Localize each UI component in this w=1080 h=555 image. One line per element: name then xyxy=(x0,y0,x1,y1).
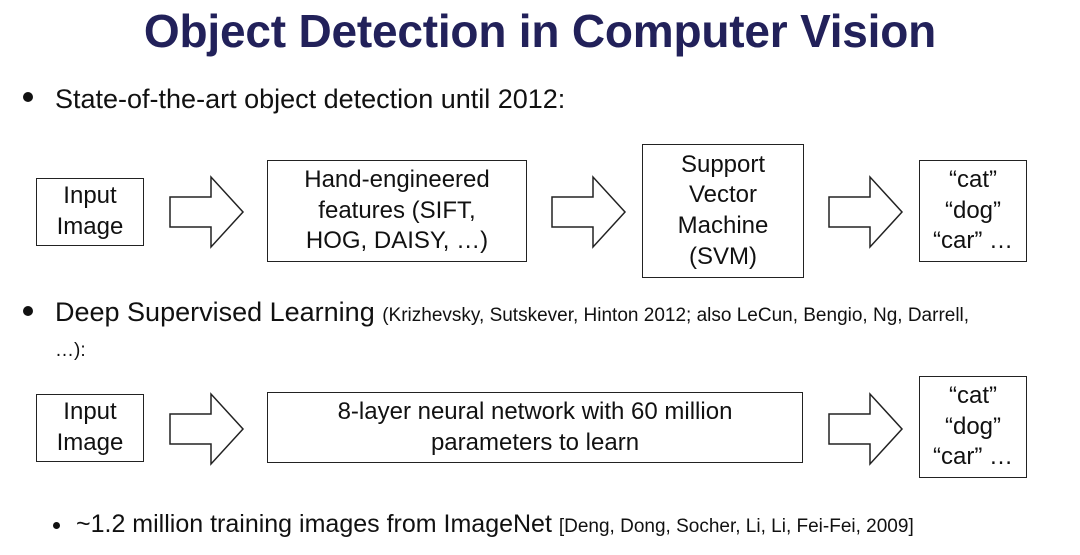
output-labels-box: “cat” “dog” “car” … xyxy=(919,160,1027,262)
arrow-right-icon xyxy=(828,175,904,249)
box-line: Image xyxy=(56,429,124,456)
box-line: “cat” xyxy=(949,165,997,193)
arrow-right-icon xyxy=(169,175,245,249)
hand-engineered-features-box: Hand-engineered features (SIFT, HOG, DAI… xyxy=(267,160,527,262)
arrow-right-icon xyxy=(828,392,904,466)
citation: …): xyxy=(55,340,86,361)
citation: [Deng, Dong, Socher, Li, Li, Fei-Fei, 20… xyxy=(558,516,914,537)
sub-bullet-text: ~1.2 million training images from ImageN… xyxy=(76,510,914,539)
box-line: parameters to learn xyxy=(430,428,640,456)
box-line: “car” … xyxy=(933,443,1013,471)
section2-heading-text: Deep Supervised Learning xyxy=(55,297,375,327)
box-line: Machine xyxy=(677,212,769,239)
box-line: Support xyxy=(680,150,766,178)
box-line: HOG, DAISY, …) xyxy=(305,227,489,255)
box-line: 8-layer neural network with 60 million xyxy=(337,397,733,425)
arrow-right-icon xyxy=(551,175,627,249)
box-line: Vector xyxy=(688,181,758,209)
box-line: “car” … xyxy=(933,227,1013,255)
input-image-box: Input Image xyxy=(36,178,144,246)
section2-heading: Deep Supervised Learning (Krizhevsky, Su… xyxy=(55,297,969,328)
box-line: Hand-engineered xyxy=(304,165,490,193)
bullet-dot xyxy=(23,92,33,102)
citation-continuation: …): xyxy=(55,332,86,363)
box-line: “dog” xyxy=(944,196,1002,224)
slide-title: Object Detection in Computer Vision xyxy=(143,5,937,57)
box-line: “cat” xyxy=(949,381,997,409)
box-line: Image xyxy=(56,213,124,240)
bullet-dot xyxy=(23,306,33,316)
imagenet-text: ~1.2 million training images from ImageN… xyxy=(76,510,552,538)
box-line: (SVM) xyxy=(689,242,757,270)
box-line: features (SIFT, xyxy=(318,196,476,224)
arrow-right-icon xyxy=(169,392,245,466)
output-labels-box: “cat” “dog” “car” … xyxy=(919,376,1027,478)
citation: (Krizhevsky, Sutskever, Hinton 2012; als… xyxy=(382,305,970,326)
box-line: Input xyxy=(63,398,117,426)
neural-network-box: 8-layer neural network with 60 million p… xyxy=(267,392,803,463)
input-image-box: Input Image xyxy=(36,394,144,462)
box-line: “dog” xyxy=(944,412,1002,440)
svm-box: Support Vector Machine (SVM) xyxy=(642,144,804,278)
sub-bullet-dot xyxy=(53,522,60,529)
section1-heading: State-of-the-art object detection until … xyxy=(55,84,566,114)
box-line: Input xyxy=(63,182,117,210)
